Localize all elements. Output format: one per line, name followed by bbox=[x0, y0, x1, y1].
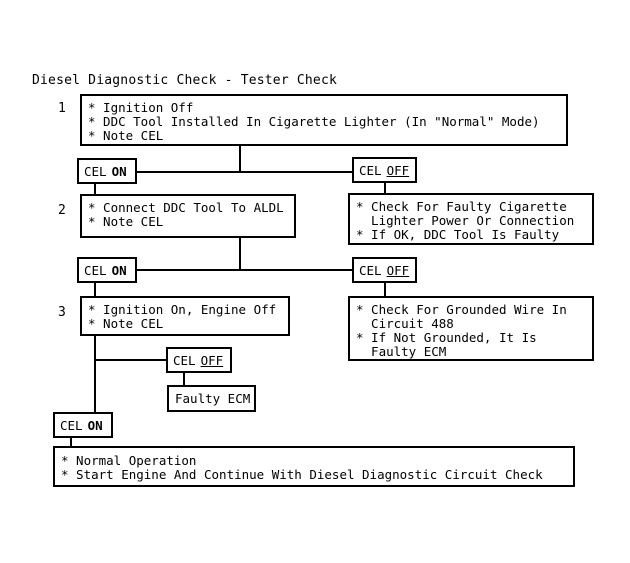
final-outcome-box: * Normal Operation * Start Engine And Co… bbox=[53, 446, 575, 487]
faulty-ecm-box: Faulty ECM bbox=[167, 385, 256, 412]
connector-celon3-down bbox=[70, 438, 72, 448]
step-1-off-outcome-text: * Check For Faulty Cigarette Lighter Pow… bbox=[356, 199, 575, 242]
cel-state-on: ON bbox=[87, 417, 103, 433]
connector-celoff2-down bbox=[384, 283, 386, 296]
cel-prefix: CEL bbox=[60, 417, 83, 433]
connector-row3-bar bbox=[94, 359, 167, 361]
cel-state-on: ON bbox=[111, 262, 127, 278]
cel-prefix: CEL bbox=[173, 352, 196, 368]
step-number-1: 1 bbox=[58, 101, 66, 116]
connector-celoff3-down bbox=[183, 373, 185, 386]
final-outcome-text: * Normal Operation * Start Engine And Co… bbox=[61, 453, 543, 482]
step-number-2: 2 bbox=[58, 203, 66, 218]
cel-prefix: CEL bbox=[359, 162, 382, 178]
step-2-off-outcome-text: * Check For Grounded Wire In Circuit 488… bbox=[356, 302, 567, 359]
step-3-text: * Ignition On, Engine Off * Note CEL bbox=[88, 302, 277, 331]
cel-state-off: OFF bbox=[386, 162, 410, 178]
connector-celon2-down bbox=[94, 283, 96, 296]
step-3-box: * Ignition On, Engine Off * Note CEL bbox=[80, 296, 290, 336]
step-2-off-outcome-box: * Check For Grounded Wire In Circuit 488… bbox=[348, 296, 594, 361]
cel-state-off: OFF bbox=[200, 352, 224, 368]
connector-celon1-down bbox=[94, 184, 96, 194]
page-title: Diesel Diagnostic Check - Tester Check bbox=[32, 73, 338, 88]
connector-row2-bar bbox=[136, 269, 354, 271]
cel-prefix: CEL bbox=[84, 262, 107, 278]
cel-state-on: ON bbox=[111, 163, 127, 179]
step-2-text: * Connect DDC Tool To ALDL * Note CEL bbox=[88, 200, 284, 229]
step-2-box: * Connect DDC Tool To ALDL * Note CEL bbox=[80, 194, 296, 238]
connector-step1-down bbox=[239, 146, 241, 173]
cel-prefix: CEL bbox=[359, 262, 382, 278]
connector-step2-down bbox=[239, 238, 241, 271]
step-1-text: * Ignition Off * DDC Tool Installed In C… bbox=[88, 100, 540, 143]
cel-prefix: CEL bbox=[84, 163, 107, 179]
step-1-box: * Ignition Off * DDC Tool Installed In C… bbox=[80, 94, 568, 146]
step-number-3: 3 bbox=[58, 305, 66, 320]
step-1-off-outcome-box: * Check For Faulty Cigarette Lighter Pow… bbox=[348, 193, 594, 245]
connector-step3-down bbox=[94, 336, 96, 413]
cel-state-off: OFF bbox=[386, 262, 410, 278]
connector-celoff1-down bbox=[384, 183, 386, 193]
connector-row1-bar bbox=[136, 171, 354, 173]
